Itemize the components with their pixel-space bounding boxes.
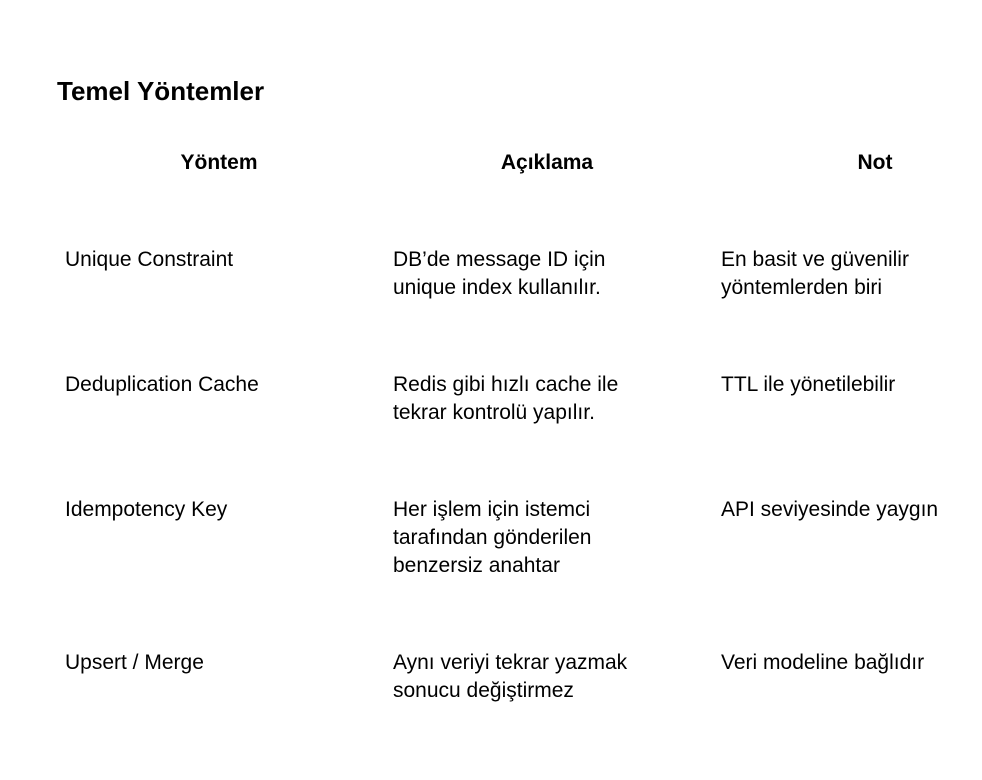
column-header-not: Not xyxy=(857,151,893,175)
cell-not: En basit ve güvenilir yöntemlerden biri xyxy=(721,248,909,300)
column-header-aciklama: Açıklama xyxy=(500,151,594,175)
cell-aciklama: Aynı veriyi tekrar yazmak sonucu değişti… xyxy=(393,651,628,703)
document-page: Temel Yöntemler Yöntem Açıklama Not Uniq… xyxy=(55,76,982,705)
table-row: Upsert / Merge Aynı veriyi tekrar yazmak… xyxy=(55,649,982,705)
cell-yontem: Deduplication Cache xyxy=(65,373,259,397)
table-row: Deduplication Cache Redis gibi hızlı cac… xyxy=(55,371,982,496)
cell-aciklama: Redis gibi hızlı cache ile tekrar kontro… xyxy=(393,373,619,425)
cell-yontem: Unique Constraint xyxy=(65,248,234,272)
table-row: Unique Constraint DB’de message ID için … xyxy=(55,246,982,371)
table-body: Unique Constraint DB’de message ID için … xyxy=(55,246,982,705)
table-row: Idempotency Key Her işlem için istemci t… xyxy=(55,496,982,649)
page-title: Temel Yöntemler xyxy=(57,76,265,106)
cell-aciklama: Her işlem için istemci tarafından gönder… xyxy=(393,498,592,578)
cell-aciklama: DB’de message ID için unique index kulla… xyxy=(393,248,606,300)
cell-not: TTL ile yönetilebilir xyxy=(721,373,896,397)
column-header-yontem: Yöntem xyxy=(180,151,258,175)
cell-not: API seviyesinde yaygın xyxy=(721,498,939,522)
cell-not: Veri modeline bağlıdır xyxy=(721,651,925,675)
table-header: Yöntem Açıklama Not xyxy=(55,149,982,246)
methods-table: Yöntem Açıklama Not Unique Constraint DB… xyxy=(55,149,982,705)
cell-yontem: Upsert / Merge xyxy=(65,651,204,675)
cell-yontem: Idempotency Key xyxy=(65,498,228,522)
header-row: Yöntem Açıklama Not xyxy=(55,149,982,246)
